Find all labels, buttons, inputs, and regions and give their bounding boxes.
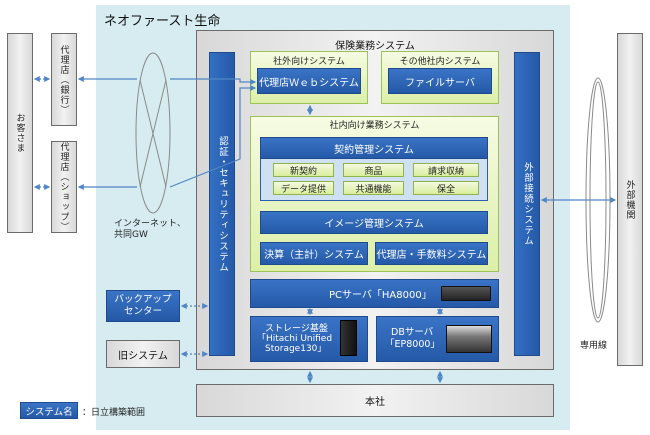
- internal-business-title: 社内向け業務システム: [329, 121, 420, 131]
- legend-tag: システム名: [20, 402, 78, 419]
- image-mgmt-system: イメージ管理システム: [260, 211, 488, 234]
- customer-box: お客さま: [7, 33, 33, 233]
- agent-bank-box: 代理店（銀行）: [51, 33, 77, 126]
- external-facing-title: 社外向けシステム: [273, 57, 345, 67]
- contract-item-maintenance: 保全: [413, 181, 479, 195]
- internet-line2: 共同GW: [114, 230, 148, 240]
- dedicated-line-label: 専用線: [580, 341, 608, 351]
- storage-line3: Storage130」: [265, 344, 327, 354]
- agent-fee-system: 代理店・手数料システム: [375, 242, 488, 265]
- pc-server-icon: [441, 286, 491, 301]
- auth-security-system: 認証・セキュリティシステム: [209, 52, 235, 356]
- contract-item-new: 新契約: [273, 163, 334, 177]
- legacy-system-box: 旧システム: [106, 340, 180, 368]
- legend-text: ：日立構築範囲: [82, 408, 146, 418]
- insurance-system-title: 保険業務システム: [335, 41, 415, 52]
- contract-mgmt-title: 契約管理システム: [260, 137, 488, 159]
- external-connection-system: 外部接続システム: [514, 52, 540, 356]
- storage-line2: 「Hitachi Unified: [257, 334, 333, 344]
- other-internal-title: その他社内システム: [399, 57, 481, 67]
- company-name: ネオファースト生命: [104, 14, 221, 29]
- db-server-icon: [446, 325, 492, 353]
- agent-web-system: 代理店Ｗｅｂシステム: [257, 68, 361, 94]
- contract-item-product: 商品: [343, 163, 404, 177]
- headquarters-box: 本社: [196, 384, 554, 417]
- internet-line1: インターネット、: [114, 219, 186, 229]
- pc-server-label: PCサーバ「HA8000」: [329, 290, 432, 301]
- storage-line1: ストレージ基盤: [265, 324, 328, 334]
- backup-line1: バックアップ: [114, 294, 172, 305]
- internet-label: インターネット、 共同GW: [114, 219, 186, 241]
- backup-center-box: バックアップ センター: [106, 290, 180, 322]
- settlement-system: 決算（主計）システム: [260, 242, 368, 265]
- contract-item-billing: 請求収納: [413, 163, 479, 177]
- dedicated-line-icon: [585, 77, 611, 323]
- db-server-line2: 「EP8000」: [385, 339, 440, 350]
- storage-icon: [340, 320, 357, 356]
- db-server-line1: DBサーバ: [391, 327, 434, 338]
- backup-line2: センター: [123, 306, 162, 317]
- agent-shop-box: 代理店（ショップ）: [51, 141, 77, 233]
- file-server: ファイルサーバ: [388, 68, 492, 94]
- external-org-box: 外部機関: [617, 33, 643, 366]
- contract-item-data: データ提供: [273, 181, 334, 195]
- contract-item-common: 共通機能: [343, 181, 404, 195]
